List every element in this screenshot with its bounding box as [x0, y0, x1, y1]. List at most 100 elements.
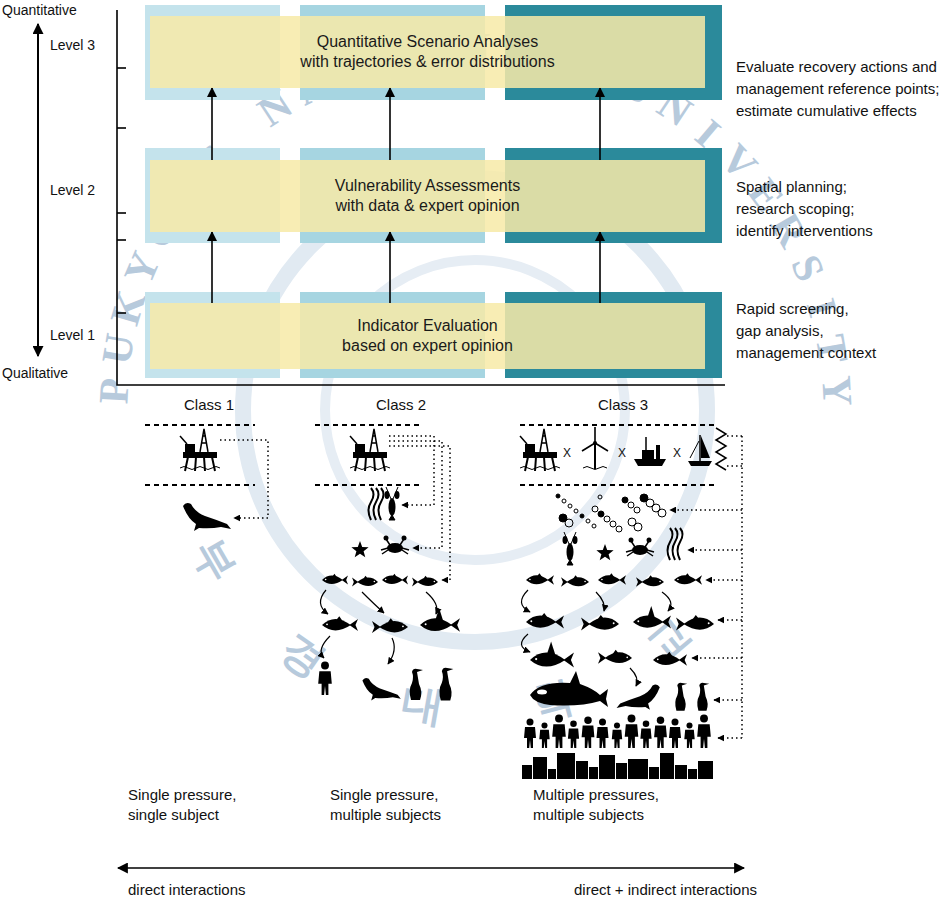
- fish-tail: [561, 577, 568, 587]
- scope-label: Single pressure, single subject: [128, 785, 253, 825]
- fish-eye: [425, 623, 427, 625]
- city-building: [522, 765, 532, 779]
- fish-fin: [597, 615, 605, 620]
- fish-icon: [412, 576, 438, 587]
- rig-deck: [523, 452, 557, 458]
- kelp-icon: [668, 528, 683, 560]
- plankton-icon: [598, 511, 604, 517]
- use-description: Rapid screening, gap analysis, managemen…: [736, 298, 877, 364]
- person-body: [669, 727, 681, 748]
- class-label: Class 2: [376, 395, 426, 415]
- fish-icon: [526, 613, 564, 629]
- orca-icon: [530, 671, 608, 707]
- fish-eye: [584, 581, 586, 583]
- trophic-arrow: [662, 592, 671, 611]
- plankton-icon: [634, 523, 642, 531]
- seastar-icon: [596, 544, 613, 560]
- fish-eye: [657, 658, 659, 660]
- person-icon: [539, 722, 549, 748]
- method-title: Indicator Evaluation: [357, 316, 498, 336]
- turbine-blades: [582, 427, 608, 451]
- trophic-arrow: [521, 590, 530, 612]
- city-building: [649, 767, 659, 779]
- kelp-frond: [374, 488, 379, 520]
- pressure-band-line: [315, 424, 420, 426]
- trophic-arrow: [321, 636, 330, 658]
- trophic-arrow: [320, 590, 328, 614]
- seal-body: [183, 503, 231, 531]
- fish-icon: [322, 574, 348, 585]
- fish-fin: [648, 575, 654, 579]
- crab-claw: [384, 536, 389, 541]
- fish-fin: [547, 642, 556, 656]
- fish-fin: [666, 652, 673, 657]
- kelp-frond: [678, 528, 683, 560]
- seal-body: [362, 678, 400, 701]
- method-subtitle: with data & expert opinion: [335, 196, 519, 216]
- rig-derrick: [370, 429, 378, 452]
- axis-end-label: Qualitative: [2, 364, 68, 382]
- pressure-band-line: [315, 484, 420, 486]
- scope-label: Single pressure, multiple subjects: [330, 785, 460, 825]
- seal-body: [617, 684, 660, 709]
- plankton-icon: [565, 519, 573, 527]
- fish-fin: [612, 650, 619, 655]
- city-building: [548, 769, 556, 779]
- plankton-icon: [574, 509, 578, 513]
- pressure-pathway: [692, 657, 742, 659]
- kelp-frond: [668, 528, 673, 560]
- pressure-pathway: [718, 737, 742, 739]
- person-head: [700, 715, 708, 723]
- turbine-hub: [593, 441, 597, 445]
- person-icon: [669, 719, 681, 749]
- city-building: [675, 765, 687, 779]
- crab-legs: [626, 541, 654, 556]
- fish-icon: [598, 650, 632, 664]
- seabird-body: [675, 683, 687, 711]
- watermark-letter: P: [92, 377, 135, 405]
- person-head: [541, 722, 547, 728]
- seabird-icon: [410, 669, 423, 700]
- person-body: [539, 730, 549, 748]
- pressure-pathway: [220, 440, 268, 518]
- trophic-arrow: [388, 638, 394, 664]
- trophic-arrow: [521, 634, 530, 652]
- trophic-arrow: [596, 592, 604, 611]
- person-head: [555, 715, 563, 723]
- person-head: [686, 722, 692, 728]
- person-head: [672, 719, 679, 726]
- pressure-pathway: [688, 549, 742, 551]
- fish-tail: [619, 575, 626, 585]
- watermark-letter: Y: [815, 375, 859, 408]
- fish-eye: [529, 579, 531, 581]
- seal-icon: [617, 684, 660, 709]
- axis-end-label: Quantitative: [2, 1, 77, 19]
- orca-eyepatch: [537, 690, 547, 695]
- boat-sail: [701, 436, 710, 458]
- pressure-band-line: [520, 424, 715, 426]
- plankton-icon: [634, 507, 640, 513]
- orca-body: [530, 671, 608, 707]
- axis-arrow: [37, 24, 39, 356]
- shark-icon: [633, 606, 671, 628]
- plankton-icon: [604, 516, 610, 522]
- fish-tail: [581, 618, 590, 631]
- seabird-icon: [675, 683, 687, 711]
- seastar-icon: [351, 541, 368, 557]
- fish-fin: [540, 613, 548, 618]
- person-head: [321, 662, 329, 670]
- seal-icon: [362, 678, 400, 701]
- person-icon: [524, 719, 536, 749]
- method-subtitle: with trajectories & error distributions: [300, 52, 554, 72]
- person-icon: [552, 715, 566, 748]
- method-subtitle: based on expert opinion: [342, 336, 513, 356]
- person-icon: [697, 715, 711, 748]
- fish-icon: [382, 574, 408, 585]
- ship-icon: [634, 437, 666, 466]
- watermark-letter: 부: [187, 531, 244, 588]
- use-description: Spatial planning; research scoping; iden…: [736, 176, 896, 242]
- water-line: [180, 467, 220, 470]
- person-icon: [597, 719, 609, 749]
